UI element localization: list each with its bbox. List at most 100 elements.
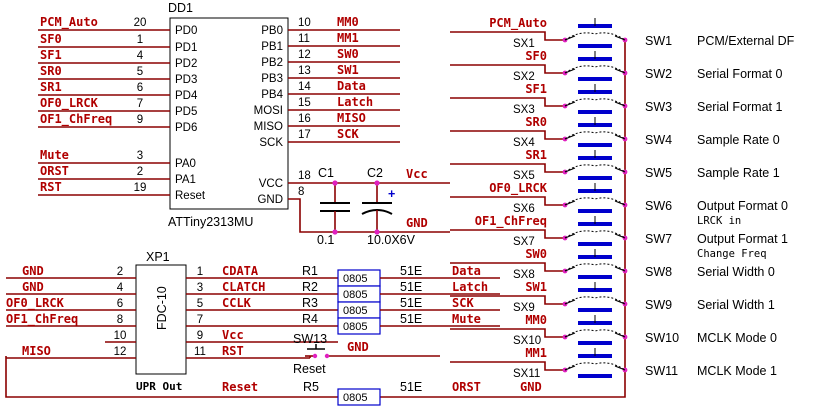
mcu-body xyxy=(169,17,289,210)
switch-note: LRCK in xyxy=(697,215,741,227)
xp1-right-pin-num: 9 xyxy=(197,330,203,342)
switch-net: MM0 xyxy=(525,313,547,327)
switch-desc: Serial Width 0 xyxy=(697,265,775,279)
mcu-right-net: SW1 xyxy=(337,63,359,77)
xp1-right-pin-num: 7 xyxy=(197,314,203,326)
mcu-right-pin-name: GND xyxy=(257,194,283,206)
switch-sx-ref: SX3 xyxy=(513,104,535,116)
switch-contact-line xyxy=(564,101,576,107)
mcu-right-pin-name: PB0 xyxy=(261,25,283,37)
resistor-ref: R3 xyxy=(302,296,318,310)
switch-sx-ref: SX7 xyxy=(513,236,535,248)
switch-net: SW1 xyxy=(525,280,547,294)
c1-ref: C1 xyxy=(318,166,334,180)
xp1-right-pin-num: 3 xyxy=(197,282,203,294)
switch-net: SR1 xyxy=(525,148,547,162)
switch-net-wire xyxy=(450,328,565,338)
xp1-right-net: CCLK xyxy=(222,296,252,310)
mcu-left-net: PCM_Auto xyxy=(40,15,98,30)
mcu-left-pin-name: PD0 xyxy=(175,25,197,37)
switch-contact-line xyxy=(614,35,626,41)
xp1-left-pin-num: 8 xyxy=(117,314,123,326)
sw-gnd-net: GND xyxy=(520,380,542,394)
switch-contact-line xyxy=(614,134,626,140)
switch-contact-line xyxy=(614,233,626,239)
switch-contact-line xyxy=(614,101,626,107)
switch-desc: Sample Rate 0 xyxy=(697,133,780,147)
mcu-right-pin-name: PB1 xyxy=(261,41,283,53)
xp1-ref: XP1 xyxy=(146,250,170,264)
switch-contact-line xyxy=(614,332,626,338)
mcu-left-pin-num: 1 xyxy=(137,34,143,46)
sw13-gnd-net: GND xyxy=(347,340,369,354)
resistor-net: Data xyxy=(452,264,481,278)
resistor-pkg: 0805 xyxy=(343,305,367,317)
c2-polarity: + xyxy=(388,187,395,201)
mcu-left-net: SR0 xyxy=(40,64,62,78)
sw13-label: Reset xyxy=(293,362,326,376)
switch-contact-arc xyxy=(564,296,626,305)
r5-reset-line: Reset R5 0805 51E ORST GND xyxy=(5,40,626,406)
c2-value: 10.0X6V xyxy=(367,233,416,247)
switch-ref: SW6 xyxy=(645,199,672,213)
xp1-part: FDC-10 xyxy=(155,286,169,330)
mcu-left-pin-num: 6 xyxy=(137,82,143,94)
switch-contact-arc xyxy=(564,164,626,173)
switch-contact-arc xyxy=(564,197,626,206)
xp1-left-net: MISO xyxy=(22,344,51,358)
switch-contact-line xyxy=(614,299,626,305)
mcu-right-pin-num: 11 xyxy=(298,33,310,45)
r5-left-net: Reset xyxy=(222,380,258,394)
switch-desc: MCLK Mode 1 xyxy=(697,364,777,378)
mcu-right-net: MM0 xyxy=(337,15,359,29)
vcc-net: Vcc xyxy=(406,167,428,181)
mcu-right-pin-name: PB4 xyxy=(261,89,283,101)
switch-contact-line xyxy=(614,365,626,371)
xp1-left-pin-num: 4 xyxy=(117,282,124,294)
switch-ref: SW2 xyxy=(645,67,672,81)
switch-net-wire xyxy=(450,97,565,107)
mcu-right-pin-num: 17 xyxy=(298,129,311,141)
mcu-left-net: SR1 xyxy=(40,80,62,94)
sw-gnd-bus xyxy=(380,40,626,398)
decoupling-caps: Vcc GND C1 C2 + 0.1 10.0X6V xyxy=(288,166,450,247)
switch-ref: SW8 xyxy=(645,265,672,279)
switch-net-wire xyxy=(450,163,565,173)
xp1-left-pin-num: 6 xyxy=(117,298,123,310)
switch-contact-line xyxy=(564,200,576,206)
switch-desc: MCLK Mode 0 xyxy=(697,331,777,345)
switch-contact-arc xyxy=(564,329,626,338)
mcu-left-pin-name: Reset xyxy=(175,190,206,202)
mcu-left-pin-name: PD2 xyxy=(175,58,197,70)
mcu-part: ATTiny2313MU xyxy=(168,215,253,229)
mcu-right-net: SCK xyxy=(337,127,359,141)
switch-net-wire xyxy=(450,262,565,272)
mcu-right-net: MISO xyxy=(337,111,366,125)
switch-contact-line xyxy=(614,167,626,173)
r5-ref: R5 xyxy=(303,380,319,394)
switch-contact-line xyxy=(564,134,576,140)
switch-contact-line xyxy=(564,332,576,338)
sw13-ref: SW13 xyxy=(293,332,327,346)
resistor-ref: R2 xyxy=(302,280,318,294)
resistor-net: Latch xyxy=(452,280,488,294)
resistor-pkg: 0805 xyxy=(343,273,367,285)
mcu-right-pin-num: 16 xyxy=(298,113,311,125)
switch-sx-ref: SX8 xyxy=(513,269,535,281)
switch-desc: Output Format 0 xyxy=(697,199,788,213)
c2-ref: C2 xyxy=(367,166,383,180)
switch-ref: SW11 xyxy=(645,364,678,378)
r5-value: 51E xyxy=(400,380,422,394)
xp1-right-net: Vcc xyxy=(222,328,244,342)
xp1-right-net: RST xyxy=(222,344,244,358)
mcu-left-pin-num: 2 xyxy=(137,166,143,178)
mcu-left-pin-num: 5 xyxy=(137,66,143,78)
xp1-body xyxy=(135,264,187,375)
switch-ref: SW7 xyxy=(645,232,672,246)
switch-net-wire xyxy=(450,196,565,206)
resistor-ref: R4 xyxy=(302,312,318,326)
switch-contact-line xyxy=(564,266,576,272)
